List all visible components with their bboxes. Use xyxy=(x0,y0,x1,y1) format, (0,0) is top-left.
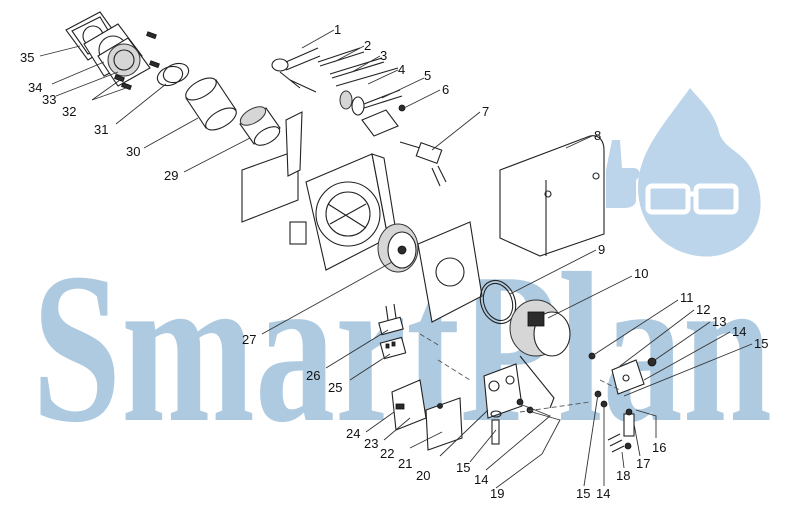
callout-24: 24 xyxy=(346,426,360,441)
part-burner-housing xyxy=(289,153,399,271)
part-9-gasket xyxy=(479,279,517,325)
watermark-thumb-icon xyxy=(606,140,640,208)
part-31-clamp-ring xyxy=(156,62,190,87)
callout-14a: 14 xyxy=(732,324,746,339)
callout-10: 10 xyxy=(634,266,648,281)
part-6b-bracket xyxy=(361,109,399,137)
callout-19: 19 xyxy=(490,486,504,501)
assembly-lines xyxy=(419,333,621,413)
callout-15c: 15 xyxy=(456,460,470,475)
part-20-filter xyxy=(490,410,502,445)
callout-numbers: 1 2 3 4 5 6 7 8 9 10 11 12 13 14 14 14 1… xyxy=(20,22,768,501)
callout-16: 16 xyxy=(652,440,666,455)
part-25-plug xyxy=(379,336,407,360)
part-10-motor xyxy=(509,299,571,409)
callout-3: 3 xyxy=(380,48,387,63)
callout-4: 4 xyxy=(398,62,405,77)
callout-18: 18 xyxy=(616,468,630,483)
callout-7: 7 xyxy=(482,104,489,119)
part-23-relay xyxy=(391,379,427,431)
callout-9: 9 xyxy=(598,242,605,257)
callout-25: 25 xyxy=(328,380,342,395)
callout-26: 26 xyxy=(306,368,320,383)
callout-22: 22 xyxy=(380,446,394,461)
callout-5: 5 xyxy=(424,68,431,83)
part-29-sleeve xyxy=(239,106,281,146)
callout-35: 35 xyxy=(20,50,34,65)
part-33-mounting-flange xyxy=(97,37,151,87)
callout-17: 17 xyxy=(636,456,650,471)
part-4-rod xyxy=(335,67,399,87)
part-8-cover xyxy=(499,135,605,257)
watermark-flame-icon xyxy=(638,88,761,257)
callout-2: 2 xyxy=(364,38,371,53)
part-2-electrode xyxy=(317,47,365,67)
leader-lines xyxy=(39,29,753,489)
callout-33: 33 xyxy=(42,92,56,107)
callout-23: 23 xyxy=(364,436,378,451)
part-3-electrode xyxy=(329,57,385,79)
part-9-motor-plate xyxy=(417,221,483,323)
callout-8: 8 xyxy=(594,128,601,143)
callout-11: 11 xyxy=(680,290,694,305)
callout-13: 13 xyxy=(712,314,726,329)
callout-32: 32 xyxy=(62,104,76,119)
part-5-diffuser xyxy=(339,89,403,116)
callout-15a: 15 xyxy=(754,336,768,351)
callout-20: 20 xyxy=(416,468,430,483)
part-22-control-box xyxy=(425,397,463,451)
part-17-18-fittings xyxy=(607,433,632,453)
part-7-photocell xyxy=(399,141,447,187)
callout-29: 29 xyxy=(164,168,178,183)
callout-14c: 14 xyxy=(474,472,488,487)
callout-27: 27 xyxy=(242,332,256,347)
callout-14b: 14 xyxy=(596,486,610,501)
part-mounting-plate xyxy=(241,111,303,223)
callout-12: 12 xyxy=(696,302,710,317)
part-1-nozzle-holder xyxy=(271,47,321,93)
part-26-connector xyxy=(378,303,404,336)
callout-21: 21 xyxy=(398,456,412,471)
callout-15b: 15 xyxy=(576,486,590,501)
part-12-pump-block xyxy=(611,359,645,395)
callout-31: 31 xyxy=(94,122,108,137)
callout-34: 34 xyxy=(28,80,42,95)
callout-1: 1 xyxy=(334,22,341,37)
callout-6: 6 xyxy=(442,82,449,97)
watermark-glasses-icon xyxy=(645,183,739,215)
callout-30: 30 xyxy=(126,144,140,159)
part-21-pump-body xyxy=(483,363,523,419)
part-27-fan-wheel xyxy=(377,223,419,273)
part-30-blast-tube xyxy=(185,77,237,131)
part-32-screws xyxy=(114,31,160,91)
